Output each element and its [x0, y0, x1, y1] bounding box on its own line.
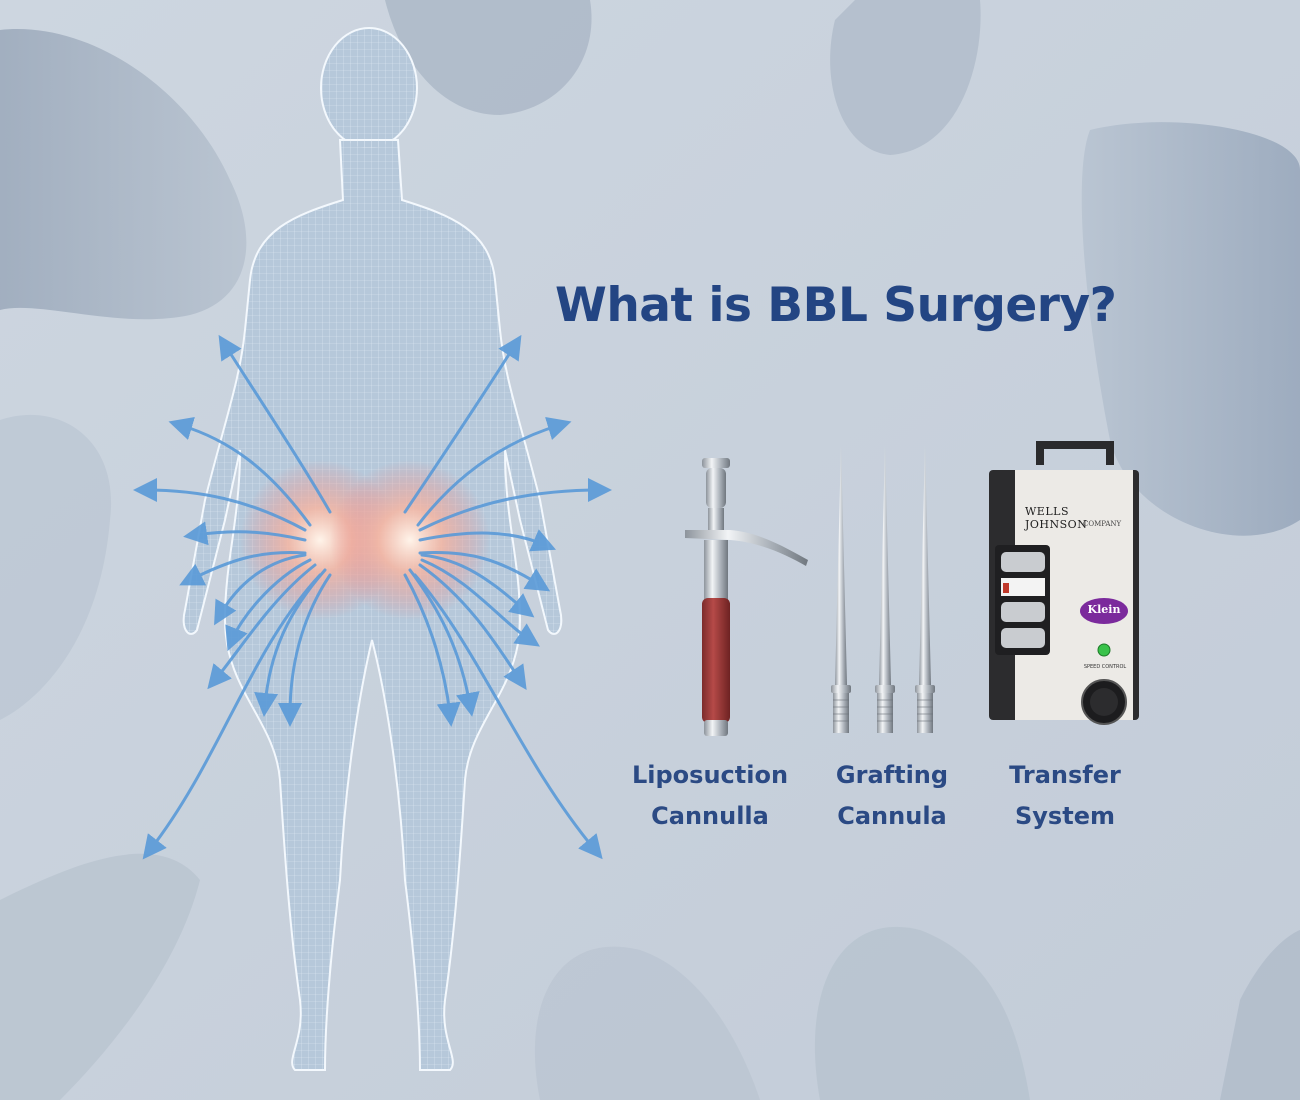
label-transfer-system: Transfer System: [1009, 761, 1121, 830]
device-badge: Klein: [1087, 603, 1121, 616]
device-brand: WELLS JOHNSON: [1025, 505, 1088, 531]
device-brand-sub: COMPANY: [1083, 520, 1122, 528]
transfer-system-icon: WELLS JOHNSON COMPANY Klein SPEED CONTRO…: [985, 440, 1145, 730]
page-title: What is BBL Surgery?: [555, 278, 1117, 333]
label-grafting-cannula: Grafting Cannula: [835, 761, 949, 830]
device-dial-label: SPEED CONTROL: [1083, 664, 1127, 670]
liposuction-cannula-icon: [685, 458, 808, 736]
grafting-cannula-icon: [831, 445, 935, 733]
glow-right: [330, 460, 490, 620]
wireframe-body-illustration: [133, 27, 612, 1071]
label-liposuction-cannula: Liposuction Cannulla: [631, 761, 789, 830]
